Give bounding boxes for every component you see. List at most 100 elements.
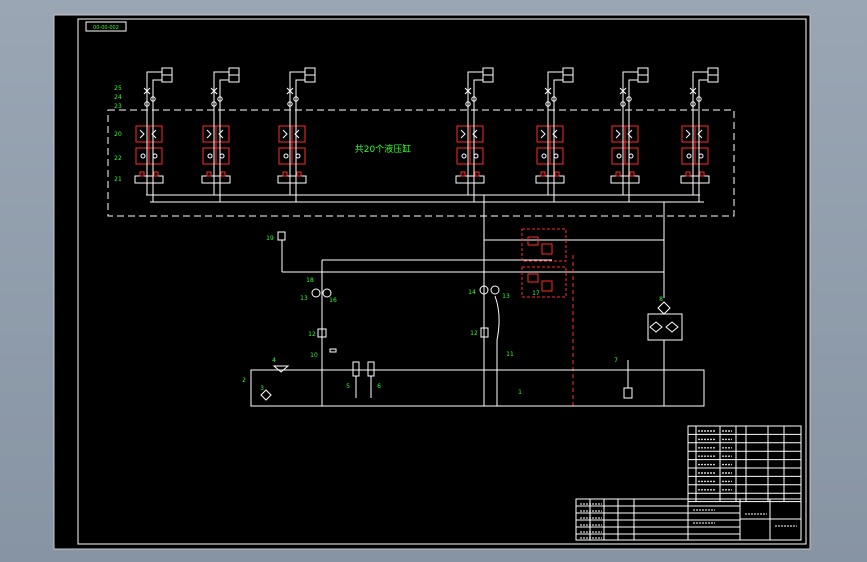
throttle-valve (544, 87, 552, 95)
valve-port (207, 153, 213, 159)
cylinder-unit (201, 67, 240, 202)
level-indicator (272, 365, 290, 373)
solenoid-coil (685, 171, 691, 177)
cylinder-line (146, 71, 162, 110)
cylinder-group-boundary (107, 109, 735, 217)
part-label: 6 (377, 383, 381, 390)
part-label: 17 (532, 290, 540, 297)
solenoid-coil (554, 171, 560, 177)
solenoid-coil (206, 171, 212, 177)
cylinder-line (473, 79, 483, 110)
part-label: 16 (329, 297, 337, 304)
valve-arrows (460, 129, 478, 139)
solenoid-coil (282, 171, 288, 177)
row-label: 20 (114, 131, 122, 138)
check-valve (287, 101, 293, 107)
cylinder-line (289, 71, 305, 110)
check-valve (150, 96, 156, 102)
cylinder-line (692, 71, 708, 110)
part-label: 1 (518, 389, 522, 396)
cylinder-unit (277, 67, 316, 202)
pressure-gauge (479, 285, 489, 295)
valve-port (461, 153, 467, 159)
solenoid-coil (153, 171, 159, 177)
valve-port (686, 153, 692, 159)
pressure-gauge (311, 288, 321, 298)
solenoid-base (535, 175, 565, 184)
solenoid-coil (220, 171, 226, 177)
accumulator-symbol (665, 321, 679, 333)
part-label: 12 (470, 330, 478, 337)
valve-arrows (685, 129, 703, 139)
check-valve (545, 101, 551, 107)
check-valve (626, 96, 632, 102)
check-valve (329, 348, 337, 353)
valve-arrows (206, 129, 224, 139)
relief-valve-box (521, 228, 567, 262)
solenoid-coil (296, 171, 302, 177)
cylinder-row-labels: 25 24 23 20 22 21 (114, 85, 122, 183)
check-valve (620, 101, 626, 107)
throttle-valve (210, 87, 218, 95)
filter-symbol (317, 328, 327, 338)
valve-body (527, 273, 539, 283)
part-label: 18 (306, 277, 314, 284)
solenoid-coil (629, 171, 635, 177)
cylinder-line (547, 71, 563, 110)
cylinder-line (553, 79, 563, 110)
row-label: 24 (114, 94, 122, 101)
solenoid-base (610, 175, 640, 184)
solenoid-coil (460, 171, 466, 177)
row-label: 21 (114, 176, 122, 183)
drawing-number-box (85, 21, 127, 32)
throttle-valve (689, 87, 697, 95)
relief-valve-box (521, 266, 567, 298)
valve-body (541, 280, 553, 292)
cylinder-line (467, 71, 483, 110)
table-frame (687, 425, 802, 503)
part-label: 8 (659, 296, 663, 303)
title-block (575, 498, 802, 541)
valve-port (283, 153, 289, 159)
cylinder-line (628, 79, 638, 110)
cylinder-unit (535, 67, 574, 202)
cylinder-unit (134, 67, 173, 202)
part-label: 13 (300, 295, 308, 302)
part-label: 7 (614, 357, 618, 364)
filter-symbol (480, 327, 489, 338)
drawing-sheet (53, 14, 811, 550)
part-label: 5 (346, 383, 350, 390)
check-valve (217, 96, 223, 102)
check-valve (144, 101, 150, 107)
valve-arrows (615, 129, 633, 139)
cylinder-units (134, 67, 719, 202)
cylinder-line (698, 79, 708, 110)
solenoid-coil (699, 171, 705, 177)
valve-arrows (540, 129, 558, 139)
cylinder-count-note: 共20个液压缸 (355, 143, 411, 155)
part-label: 3 (260, 385, 264, 392)
check-valve (293, 96, 299, 102)
part-label: 19 (266, 235, 274, 242)
check-valve (471, 96, 477, 102)
drawing-number: 00-00-002 (93, 25, 119, 31)
check-valve (211, 101, 217, 107)
valve-arrows (139, 129, 157, 139)
breather-symbol (260, 389, 272, 401)
row-label: 23 (114, 103, 122, 110)
pressure-gauge (322, 288, 332, 298)
solenoid-base (277, 175, 307, 184)
throttle-valve (464, 87, 472, 95)
cylinder-line (219, 79, 229, 110)
cylinder-line (152, 79, 162, 110)
part-label: 4 (272, 357, 276, 364)
solenoid-coil (540, 171, 546, 177)
cylinder-line (295, 79, 305, 110)
throttle-valve (619, 87, 627, 95)
row-label: 25 (114, 85, 122, 92)
pressure-gauge (490, 285, 500, 295)
throttle-valve (143, 87, 151, 95)
cylinder-unit (455, 67, 494, 202)
